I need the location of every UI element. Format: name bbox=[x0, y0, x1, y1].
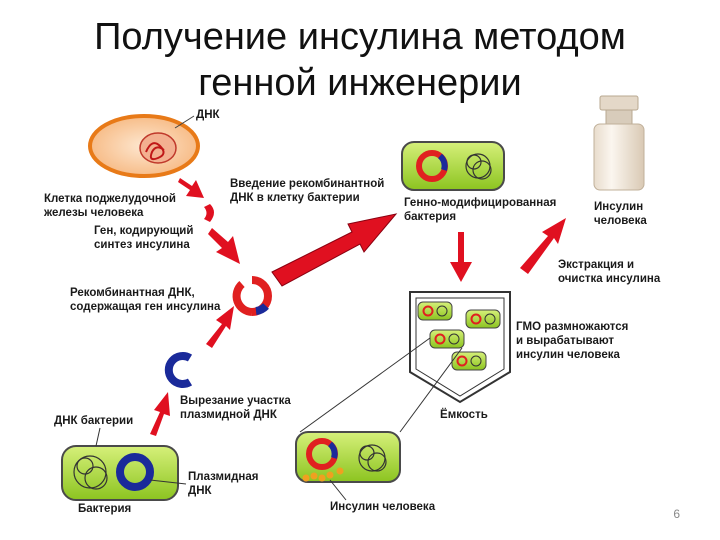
bacterium bbox=[61, 427, 187, 501]
zoom-lines bbox=[299, 337, 463, 433]
container-bacterium-3 bbox=[429, 329, 465, 349]
label-container: Ёмкость bbox=[440, 409, 488, 421]
container-bacterium-1 bbox=[417, 301, 453, 321]
label-bacterial-dna: ДНК бактерии bbox=[54, 415, 134, 427]
arrow-cell-to-gene bbox=[178, 178, 204, 198]
label-human-insulin: Инсулин человека bbox=[330, 501, 436, 513]
insulin-vial bbox=[593, 95, 645, 191]
gmo-bacterium bbox=[401, 141, 505, 191]
arrow-gene-to-recombinant bbox=[208, 228, 240, 264]
gene-fragment bbox=[204, 204, 214, 222]
container bbox=[409, 291, 511, 404]
page-title: Получение инсулина методом генной инжене… bbox=[0, 14, 720, 106]
insulin-molecules bbox=[302, 467, 344, 482]
arrow-gmo-to-container bbox=[450, 232, 472, 282]
arrow-bacterium-to-plasmid bbox=[150, 392, 170, 436]
title-line-2: генной инженерии bbox=[198, 62, 522, 104]
label-introduction: Введение рекомбинантной ДНК в клетку бак… bbox=[230, 178, 385, 204]
label-bacterium: Бактерия bbox=[78, 503, 132, 515]
container-bacterium-4 bbox=[451, 351, 487, 371]
enlarged-gmo-bacterium bbox=[295, 431, 401, 501]
label-insulin-gene: Ген, кодирующий синтез инсулина bbox=[94, 225, 194, 251]
label-extraction: Экстракция и очистка инсулина bbox=[558, 259, 661, 285]
arrow-recombinant-to-bacterium bbox=[271, 213, 398, 287]
label-dna: ДНК bbox=[196, 109, 220, 121]
arrow-container-to-vial bbox=[520, 218, 566, 274]
recombinant-dna-ring bbox=[232, 276, 272, 316]
label-cutting: Вырезание участка плазмидной ДНК bbox=[180, 395, 291, 421]
label-gmo-multiply: ГМО размножаются и вырабатывают инсулин … bbox=[516, 321, 629, 361]
page-number: 6 bbox=[673, 507, 680, 521]
container-bacterium-2 bbox=[465, 309, 501, 329]
label-plasmid-dna: Плазмидная ДНК bbox=[188, 471, 259, 497]
arrow-plasmid-to-recombinant bbox=[206, 306, 234, 348]
label-recombinant-dna: Рекомбинантная ДНК, содержащая ген инсул… bbox=[70, 287, 221, 313]
title-line-1: Получение инсулина методом bbox=[94, 16, 626, 58]
label-pancreas-cell: Клетка поджелудочной железы человека bbox=[44, 193, 176, 219]
pancreas-cell bbox=[88, 114, 200, 178]
label-insulin-vial: Инсулин человека bbox=[594, 201, 647, 227]
label-gmo-bacterium: Генно-модифицированная бактерия bbox=[404, 197, 557, 223]
cut-plasmid bbox=[164, 352, 193, 388]
